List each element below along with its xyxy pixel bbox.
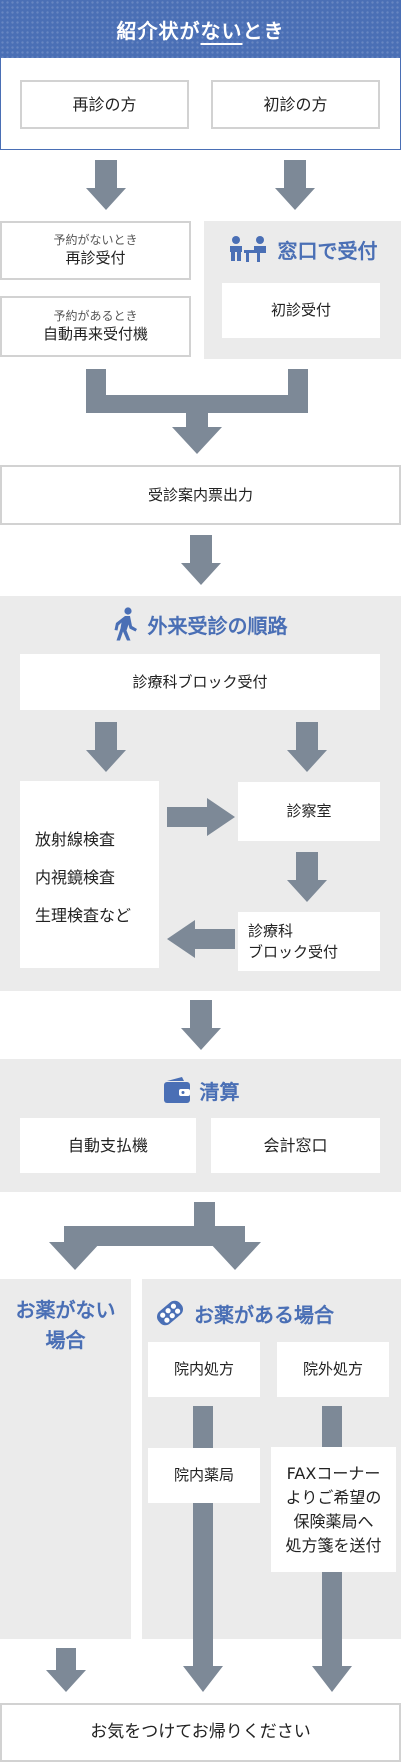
no-appointment-box: 予約がないとき 再診受付: [0, 221, 191, 280]
has-appointment-box: 予約があるとき 自動再来受付機: [0, 296, 191, 357]
has-appointment-label: 自動再来受付機: [42, 325, 148, 344]
exam-item: 放射線検査: [35, 830, 116, 849]
dept-block-reception-box: 診療科ブロック受付: [20, 654, 380, 710]
medicine-title: お薬がある場合: [142, 1293, 401, 1333]
returning-patient-box: 再診の方: [20, 80, 189, 129]
arrow-left-to-exams: [167, 920, 235, 958]
reception-desk-icon: [229, 236, 266, 262]
pill-pack-icon: [156, 1300, 184, 1326]
arrow-right-to-exam-room: [167, 798, 235, 836]
arrow-down-right-2: [287, 722, 327, 772]
no-appointment-caption: 予約がないとき: [53, 233, 138, 248]
auto-payment-machine-box: 自動支払機: [20, 1118, 196, 1173]
first-visit-reception-box: 初診受付: [222, 283, 380, 338]
out-hospital-prescription-box: 院外処方: [277, 1342, 389, 1397]
walking-person-icon: [114, 607, 137, 641]
first-visit-box: 初診の方: [211, 80, 380, 129]
header-title: 紹介状がないとき: [116, 18, 285, 43]
merge-arrow: [86, 369, 308, 454]
arrow-down-center-1: [181, 535, 221, 585]
farewell-box: お気をつけてお帰りください: [0, 1703, 401, 1762]
arrow-down-right-1: [275, 160, 315, 210]
exam-room-box: 診察室: [238, 782, 380, 841]
in-hospital-pharmacy-box: 院内薬局: [148, 1448, 260, 1503]
no-appointment-label: 再診受付: [65, 249, 126, 268]
exam-item: 生理検査など: [35, 906, 132, 925]
payment-title: 清算: [0, 1069, 401, 1111]
ticket-output-box: 受診案内票出力: [0, 465, 401, 525]
arrow-down-left-2: [86, 722, 126, 772]
accounting-counter-box: 会計窓口: [211, 1118, 380, 1173]
header-title-bar: 紹介状がないとき: [0, 0, 401, 58]
split-arrow: [49, 1202, 261, 1270]
exams-box: 放射線検査 内視鏡検査 生理検査など: [20, 781, 159, 968]
no-medicine-panel: [0, 1279, 131, 1639]
arrow-down-no-medicine: [46, 1648, 86, 1692]
exam-item: 内視鏡検査: [35, 868, 116, 887]
arrow-down-left-1: [86, 160, 126, 210]
arrow-down-center-2: [181, 1000, 221, 1050]
no-medicine-title: お薬がない 場合: [15, 1298, 116, 1352]
dept-block-reception-2-box: 診療科 ブロック受付: [238, 912, 380, 971]
in-hospital-prescription-box: 院内処方: [148, 1342, 260, 1397]
window-reception-title: 窓口で受付: [204, 229, 401, 269]
arrow-down-exam-room: [287, 852, 327, 902]
has-appointment-caption: 予約があるとき: [53, 309, 138, 324]
wallet-icon: [163, 1077, 190, 1103]
outpatient-title: 外来受診の順路: [0, 604, 401, 644]
fax-corner-box: FAXコーナー よりご希望の 保険薬局へ 処方箋を送付: [271, 1447, 396, 1572]
